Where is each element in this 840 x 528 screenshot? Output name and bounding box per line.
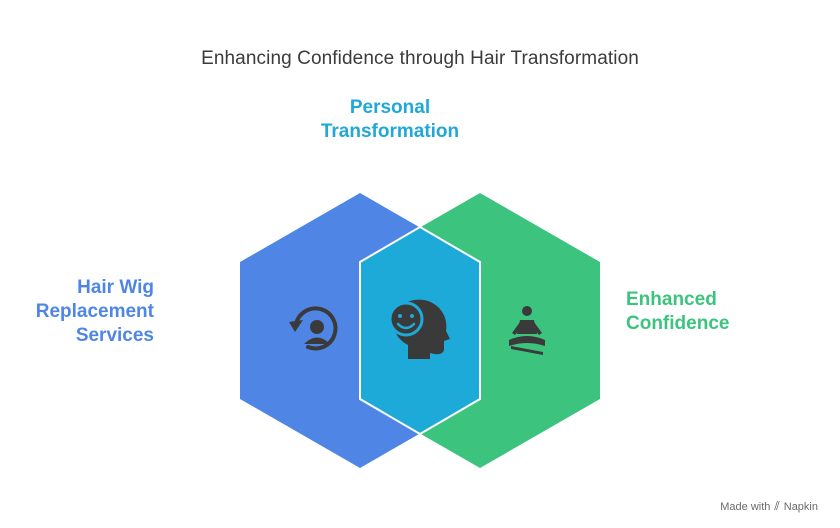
made-with-text: Made with xyxy=(720,500,771,513)
label-enhanced-confidence: Enhanced Confidence xyxy=(626,289,730,334)
meditation-icon xyxy=(509,306,545,355)
label-hair-wig-replacement: Hair Wig Replacement Services xyxy=(35,277,154,346)
label-personal-transformation: Personal Transformation xyxy=(320,97,460,142)
napkin-brand-text: Napkin xyxy=(783,500,818,513)
made-with-napkin-footer: Made with ⫽ Napkin xyxy=(720,499,818,514)
hair-restore-icon xyxy=(289,306,338,351)
smiling-head-icon xyxy=(388,299,450,359)
diagram-title: Enhancing Confidence through Hair Transf… xyxy=(201,48,639,69)
napkin-logo-icon: ⫽ xyxy=(774,499,780,513)
